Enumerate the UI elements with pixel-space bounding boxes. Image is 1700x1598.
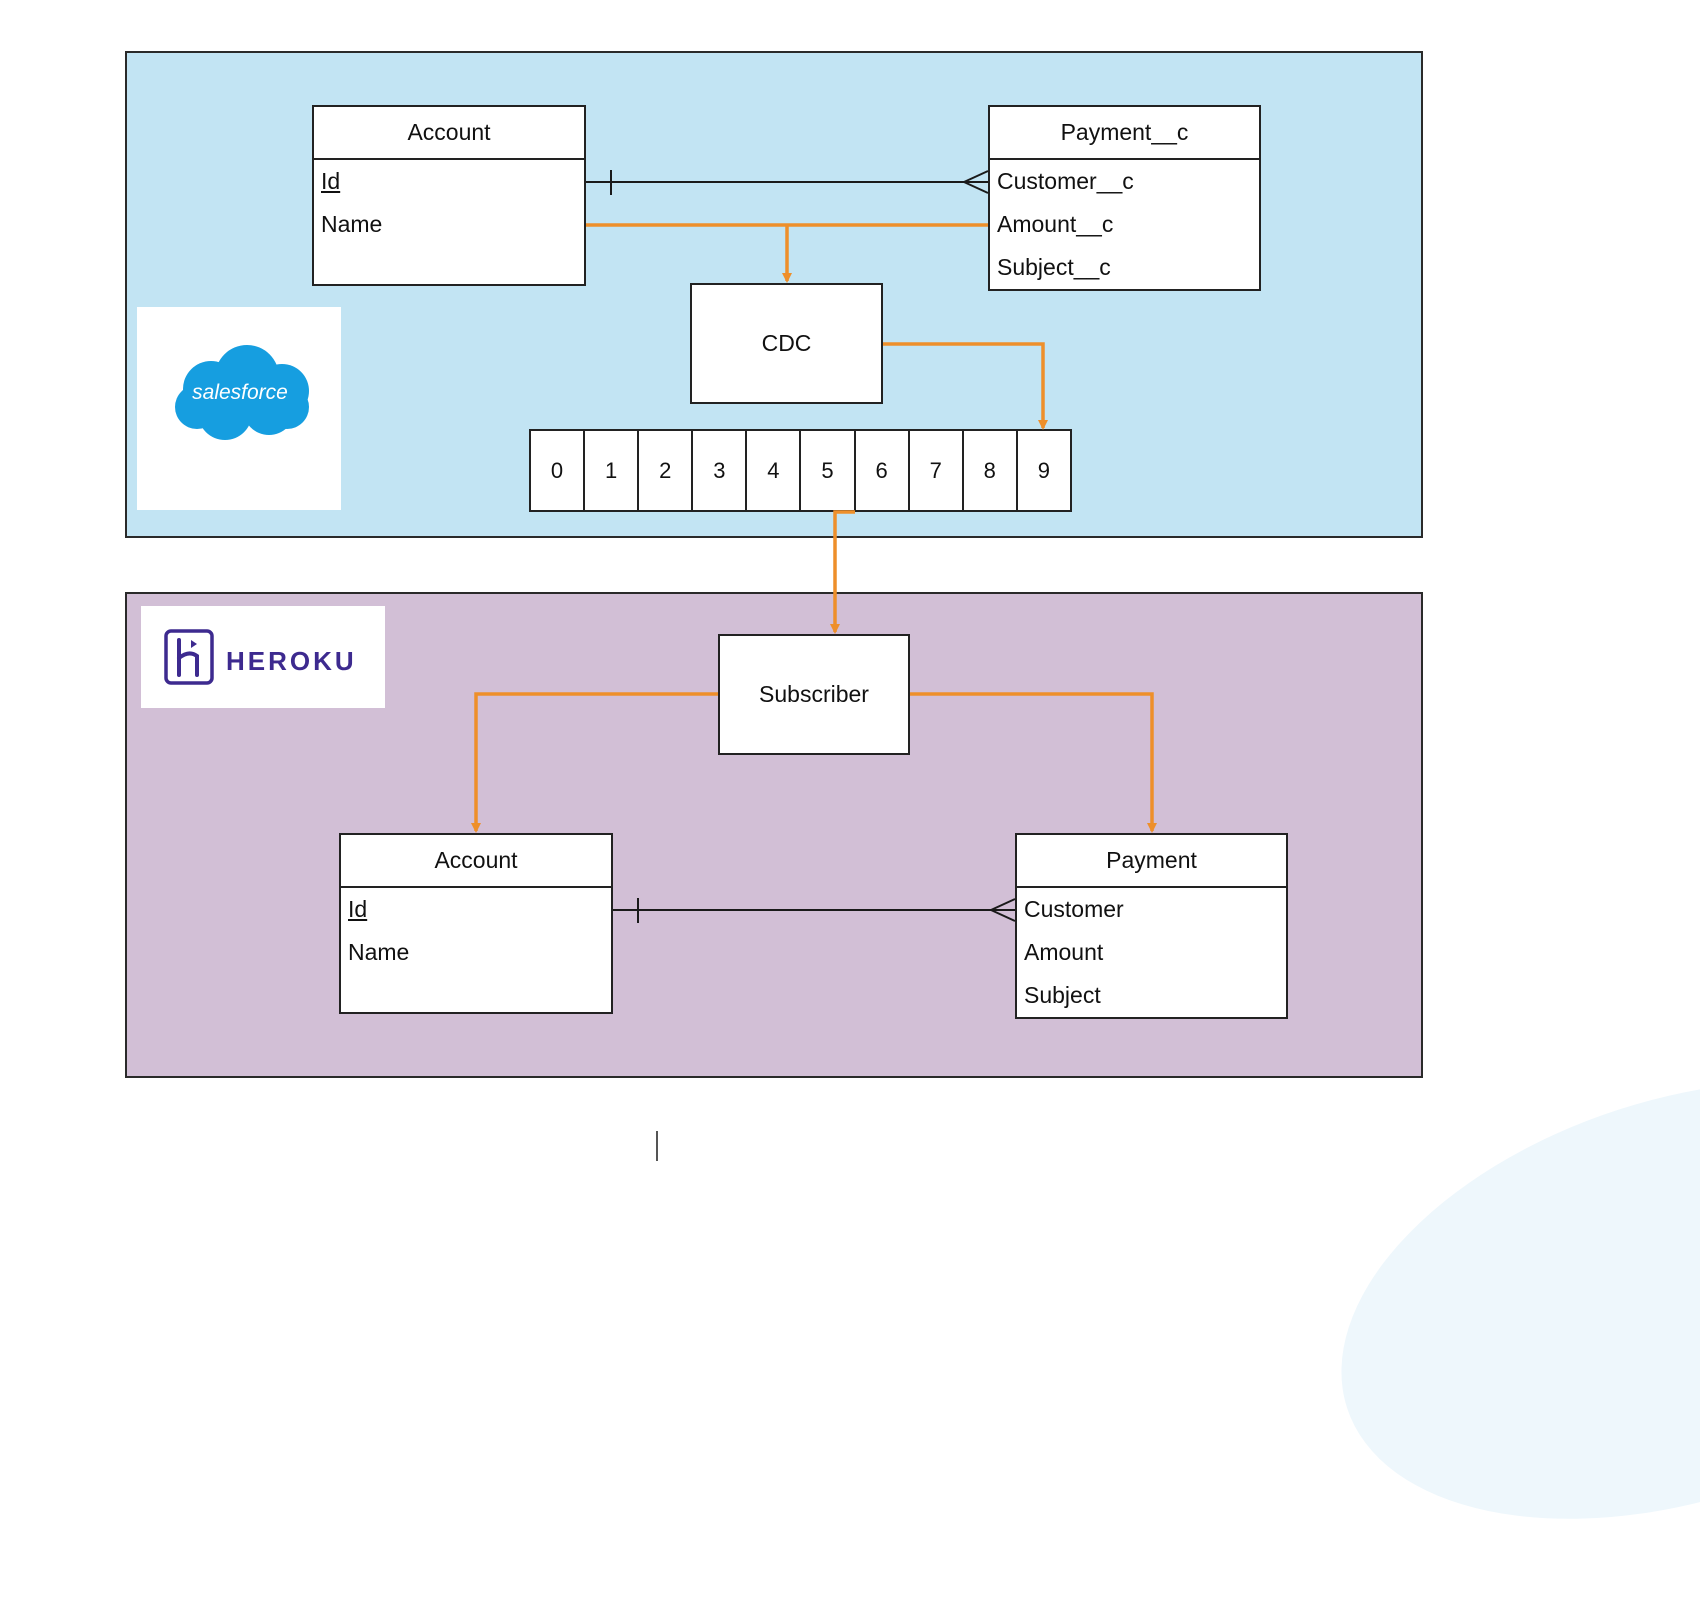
heroku-logo-text: HEROKU xyxy=(226,646,357,676)
subscriber-box: Subscriber xyxy=(718,634,910,755)
sf-relation-many-mark xyxy=(963,170,989,194)
heroku-account-title: Account xyxy=(341,835,611,888)
heroku-payment-entity: Payment Customer Amount Subject xyxy=(1015,833,1288,1019)
text-cursor xyxy=(656,1131,658,1161)
queue-cell: 4 xyxy=(747,431,802,510)
sf-payment-field-customer: Customer__c xyxy=(997,168,1134,194)
arrow-queue-to-subscriber xyxy=(830,510,855,634)
queue-cell: 3 xyxy=(693,431,748,510)
salesforce-logo: salesforce xyxy=(137,307,341,510)
heroku-payment-field-amount: Amount xyxy=(1024,939,1104,965)
event-queue: 0 1 2 3 4 5 6 7 8 9 xyxy=(529,429,1072,512)
queue-cell: 5 xyxy=(801,431,856,510)
arrow-subscriber-to-payment xyxy=(910,692,1157,833)
heroku-logo: HEROKU xyxy=(141,606,385,708)
heroku-relation-many-mark xyxy=(990,898,1016,922)
queue-cell: 9 xyxy=(1037,457,1051,483)
cdc-box: CDC xyxy=(690,283,883,404)
sf-account-title: Account xyxy=(314,107,584,160)
salesforce-cloud-icon: salesforce xyxy=(175,345,309,440)
queue-cell: 2 xyxy=(639,431,694,510)
queue-cell: 6 xyxy=(856,431,910,510)
queue-cell: 8 xyxy=(964,431,1018,510)
queue-cell: 0 xyxy=(531,431,586,510)
queue-cell: 1 xyxy=(585,431,640,510)
arrow-cdc-to-queue xyxy=(883,342,1048,430)
heroku-payment-field-customer: Customer xyxy=(1024,896,1124,922)
sf-account-field-id: Id xyxy=(321,168,341,194)
heroku-payment-title: Payment xyxy=(1017,835,1286,888)
sf-payment-entity: Payment__c Customer__c Amount__c Subject… xyxy=(988,105,1261,291)
heroku-account-field-id: Id xyxy=(348,896,368,922)
heroku-logo-icon: HEROKU xyxy=(164,629,357,685)
sf-payment-title: Payment__c xyxy=(990,107,1259,160)
sf-payment-field-amount: Amount__c xyxy=(997,211,1114,237)
sf-account-entity: Account Id Name xyxy=(312,105,586,286)
salesforce-logo-text: salesforce xyxy=(192,381,288,404)
heroku-account-entity: Account Id Name xyxy=(339,833,613,1014)
heroku-account-field-name: Name xyxy=(348,939,410,965)
arrow-subscriber-to-account xyxy=(471,692,718,833)
sf-payment-field-subject: Subject__c xyxy=(997,254,1111,280)
queue-cell: 7 xyxy=(910,431,964,510)
diagram-connectors xyxy=(471,170,1157,923)
heroku-payment-field-subject: Subject xyxy=(1024,982,1101,1008)
sf-account-field-name: Name xyxy=(321,211,383,237)
